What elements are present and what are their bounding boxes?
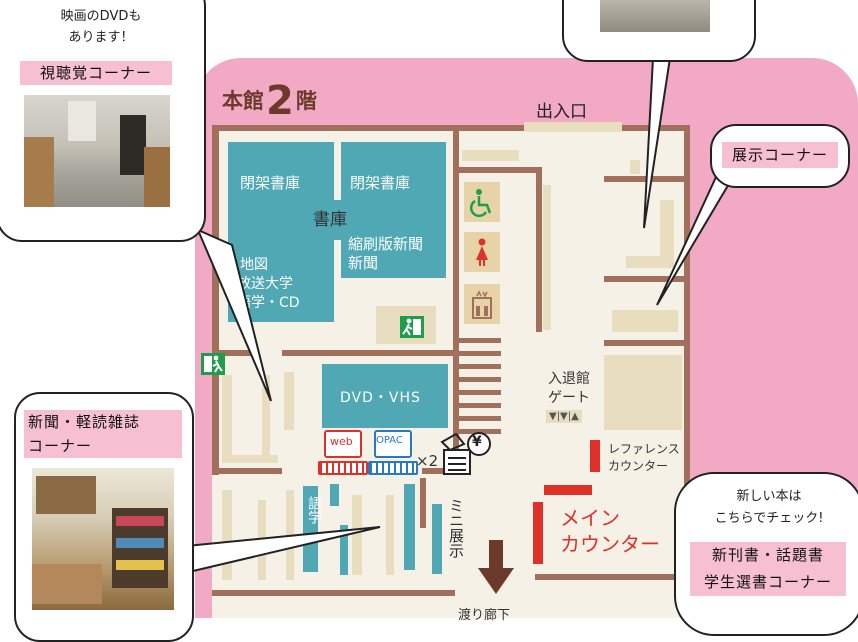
entrance-photo: [600, 0, 710, 32]
gate-arrows: ▼|▼|▲: [546, 410, 582, 423]
shelf: [626, 256, 674, 268]
wall: [282, 350, 453, 356]
dvd-vhs-label: DVD・VHS: [340, 390, 421, 406]
reference-counter: [590, 440, 600, 472]
building-name: 本館: [222, 89, 264, 113]
main-counter-label: メイン カウンター: [560, 506, 660, 556]
web-keyboard: [318, 461, 368, 475]
floor-title: 本館2階: [222, 78, 317, 124]
wall: [604, 340, 686, 346]
copier-yen: ¥: [472, 434, 482, 450]
copier-icon: ¥: [438, 428, 492, 480]
opac-keyboard: [368, 461, 418, 475]
pc-count-label: ×2: [416, 452, 439, 470]
staircase: [459, 338, 501, 438]
wall: [604, 176, 686, 182]
language-cd-label: 語学・CD: [237, 295, 300, 311]
open-university-label: 放送大学: [237, 276, 293, 292]
teal-shelf: [404, 484, 415, 570]
teal-shelf: [340, 525, 348, 575]
shelf: [222, 490, 232, 580]
wall: [535, 574, 690, 580]
av-photo: [24, 95, 170, 207]
main-counter-top: [544, 485, 592, 495]
wheelchair-icon: [464, 182, 500, 222]
main-counter-side: [533, 502, 543, 564]
closed-stacks-label-2: 閉架書庫: [350, 174, 411, 192]
exhibit-corner-callout: 展示コーナー: [710, 124, 850, 188]
shelf: [604, 355, 682, 430]
entrance-door: [524, 122, 622, 132]
language-shelf-label: 語学: [306, 496, 322, 524]
teal-shelf: [330, 484, 339, 506]
wall: [212, 590, 455, 596]
womens-restroom-icon: [464, 232, 500, 272]
mini-exhibit-label: ミニ展示: [447, 498, 465, 558]
dvd-vhs-room: [322, 364, 448, 428]
closed-stacks-connector: [330, 200, 346, 240]
shelf: [262, 375, 270, 460]
closed-stacks-room-1: [228, 142, 334, 322]
new-books-note: 新しい本は こちらでチェック!: [714, 489, 824, 526]
emergency-exit-icon: [201, 353, 225, 375]
elevator-icon: [464, 284, 500, 324]
wall: [604, 276, 686, 282]
exhibit-title: 展示コーナー: [722, 142, 838, 168]
shelf: [630, 160, 640, 174]
newspaper-archive-label: 縮刷版新聞 新聞: [348, 235, 424, 272]
shelf: [660, 200, 674, 260]
entrance-photo-callout: [562, 0, 756, 62]
av-title: 視聴覚コーナー: [20, 61, 172, 85]
mini-exhibit-shelf: [432, 504, 442, 574]
av-note: 映画のDVDも あります！: [60, 9, 142, 45]
opac-label: OPAC: [376, 435, 403, 446]
floor-suffix: 階: [295, 89, 317, 113]
closed-stacks-room-2: [341, 142, 446, 278]
av-corner-callout: 映画のDVDも あります！ 視聴覚コーナー: [0, 0, 206, 242]
web-screen: [324, 430, 362, 458]
wall: [453, 131, 459, 461]
wall: [536, 167, 542, 332]
maps-label: 地図: [240, 257, 268, 273]
shelf: [352, 495, 362, 575]
gate-label: 入退館 ゲート: [548, 371, 590, 406]
wall: [219, 350, 254, 356]
computer-icon: web: [318, 430, 368, 475]
wall: [212, 125, 219, 475]
closed-stacks-label-1: 閉架書庫: [240, 174, 301, 192]
shelf: [386, 495, 394, 575]
shelf: [462, 150, 519, 161]
floor-number: 2: [266, 78, 294, 124]
wall: [684, 125, 690, 595]
shelf: [222, 375, 232, 460]
newspaper-photo: [32, 468, 174, 610]
web-label: web: [330, 435, 353, 448]
wall: [453, 167, 542, 173]
wall: [212, 125, 524, 131]
callout-tails: [175, 57, 738, 577]
stacks-label: 書庫: [313, 210, 347, 230]
newspaper-corner-callout: 新聞・軽読雑誌 コーナー: [14, 392, 194, 642]
shelf: [222, 455, 278, 463]
entrance-label: 出入口: [536, 102, 587, 122]
new-books-callout: 新しい本は こちらでチェック! 新刊書・話題書 学生選書コーナー: [674, 472, 858, 636]
reference-counter-label: レファレンス カウンター: [608, 442, 680, 473]
wall: [212, 468, 282, 474]
shelf: [612, 310, 678, 332]
shelf: [543, 185, 551, 330]
wall: [422, 468, 458, 474]
new-books-title: 新刊書・話題書 学生選書コーナー: [690, 542, 846, 596]
newspaper-title: 新聞・軽読雑誌 コーナー: [24, 410, 182, 458]
language-shelf: [303, 486, 318, 572]
computer-icon: OPAC: [368, 430, 418, 475]
wall: [420, 478, 426, 528]
opac-screen: [374, 430, 412, 458]
shelf: [284, 372, 294, 430]
down-arrow-icon: [478, 540, 514, 596]
emergency-exit-icon: [400, 316, 424, 338]
